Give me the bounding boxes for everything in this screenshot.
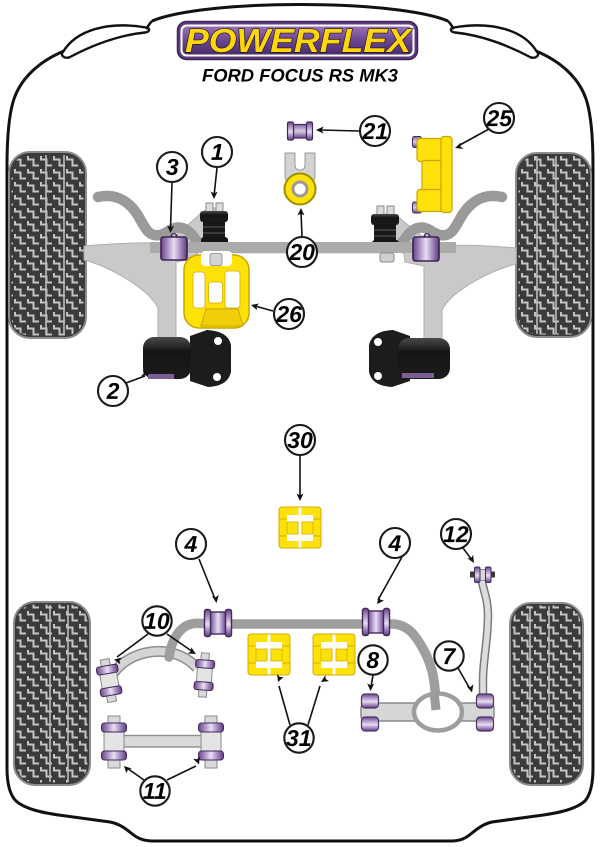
svg-text:25: 25 bbox=[485, 105, 513, 131]
svg-text:26: 26 bbox=[275, 301, 302, 327]
svg-text:20: 20 bbox=[288, 239, 315, 265]
svg-text:12: 12 bbox=[443, 521, 469, 547]
svg-text:4: 4 bbox=[388, 530, 402, 556]
svg-text:3: 3 bbox=[166, 154, 179, 180]
svg-text:8: 8 bbox=[366, 647, 379, 673]
svg-text:FORD FOCUS RS MK3: FORD FOCUS RS MK3 bbox=[202, 65, 398, 85]
svg-text:2: 2 bbox=[106, 378, 120, 404]
svg-text:31: 31 bbox=[286, 725, 312, 751]
svg-text:10: 10 bbox=[144, 608, 170, 634]
svg-text:POWERFLEX: POWERFLEX bbox=[185, 23, 414, 60]
svg-text:1: 1 bbox=[211, 139, 224, 165]
svg-text:7: 7 bbox=[442, 643, 456, 669]
svg-text:30: 30 bbox=[287, 427, 313, 453]
svg-text:11: 11 bbox=[143, 778, 167, 804]
svg-text:21: 21 bbox=[361, 118, 388, 144]
svg-text:4: 4 bbox=[184, 531, 198, 557]
